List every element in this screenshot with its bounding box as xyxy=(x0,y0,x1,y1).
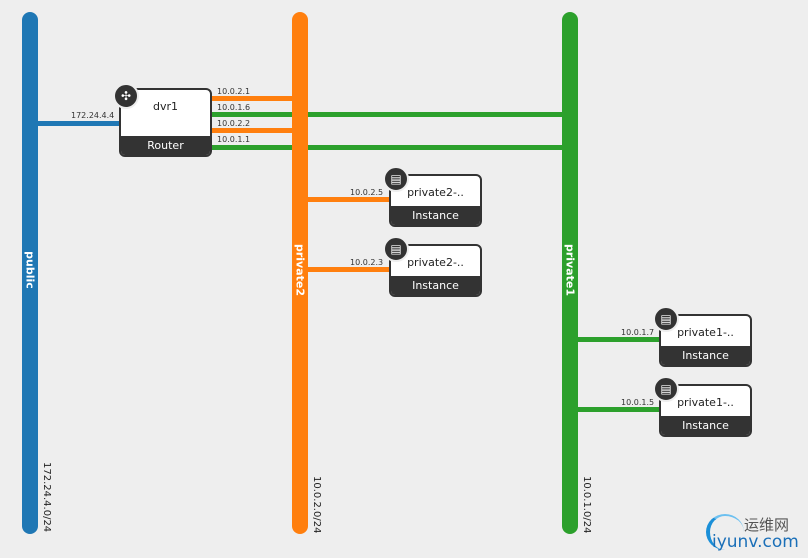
port-label: 10.0.1.5 xyxy=(621,398,655,407)
port-label: 10.0.1.1 xyxy=(217,135,251,144)
instance-node[interactable]: private2-.. Instance xyxy=(389,174,482,227)
server-icon: ▤ xyxy=(383,236,409,262)
network-public[interactable] xyxy=(22,12,38,534)
port-label: 10.0.2.2 xyxy=(217,119,251,128)
network-private2[interactable] xyxy=(292,12,308,534)
port-label: 10.0.1.7 xyxy=(621,328,655,337)
instance-type: Instance xyxy=(661,416,750,435)
link-router-private1 xyxy=(212,145,564,150)
router-icon: ✣ xyxy=(113,83,139,109)
instance-node[interactable]: private1-.. Instance xyxy=(659,384,752,437)
network-cidr: 10.0.1.0/24 xyxy=(581,476,592,534)
link-instance xyxy=(576,407,661,412)
port-label: 10.0.2.5 xyxy=(350,188,384,197)
link-router-private1 xyxy=(212,112,564,117)
network-name: public xyxy=(23,251,37,289)
instance-node[interactable]: private2-.. Instance xyxy=(389,244,482,297)
logo-swoosh-icon xyxy=(706,514,744,550)
instance-type: Instance xyxy=(391,276,480,295)
port-label: 10.0.1.6 xyxy=(217,103,251,112)
link-instance xyxy=(306,197,391,202)
link-router-private2 xyxy=(212,96,294,101)
link-public-router xyxy=(38,121,120,126)
network-cidr: 172.24.4.0/24 xyxy=(41,462,52,533)
server-icon: ▤ xyxy=(383,166,409,192)
instance-type: Instance xyxy=(661,346,750,365)
instance-name: private2-.. xyxy=(407,256,464,269)
instance-type: Instance xyxy=(391,206,480,225)
server-icon: ▤ xyxy=(653,306,679,332)
server-icon: ▤ xyxy=(653,376,679,402)
instance-name: private2-.. xyxy=(407,186,464,199)
network-private1[interactable] xyxy=(562,12,578,534)
network-name: private2 xyxy=(293,243,307,297)
port-label: 10.0.2.1 xyxy=(217,87,251,96)
instance-name: private1-.. xyxy=(677,326,734,339)
logo-en: iyunv.com xyxy=(712,532,799,552)
instance-name: private1-.. xyxy=(677,396,734,409)
router-name: dvr1 xyxy=(152,100,178,113)
port-label: 10.0.2.3 xyxy=(350,258,384,267)
network-name: private1 xyxy=(563,243,577,297)
router-type: Router xyxy=(121,136,210,155)
link-instance xyxy=(576,337,661,342)
logo-cn: 运维网 xyxy=(744,516,790,534)
link-instance xyxy=(306,267,391,272)
port-label: 172.24.4.4 xyxy=(71,111,115,120)
link-router-private2 xyxy=(212,128,294,133)
network-cidr: 10.0.2.0/24 xyxy=(311,476,322,534)
